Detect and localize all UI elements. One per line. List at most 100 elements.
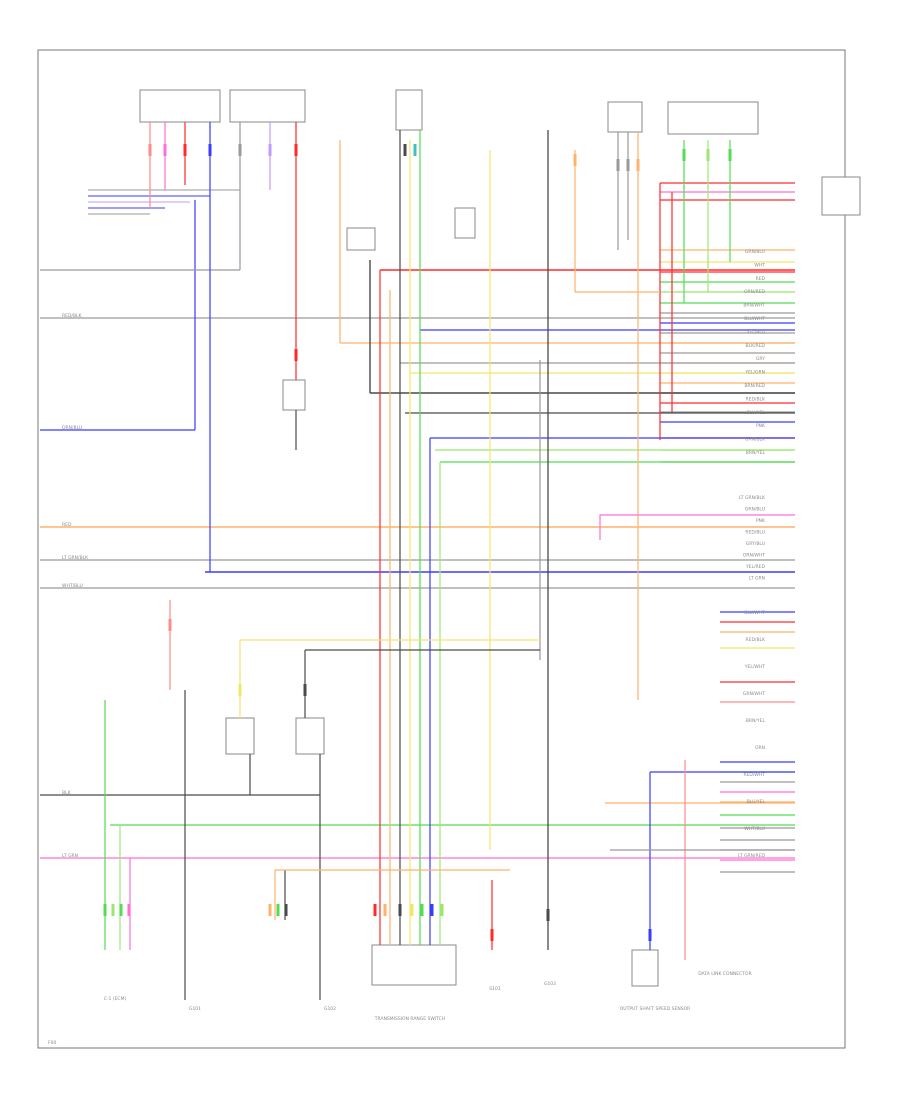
component-label-0: C-1 (ECM) (104, 996, 127, 1002)
connector-pin-19 (183, 144, 187, 156)
labels-group: GRN/BLU WHT RED ORN/RED BRN/WHT BLU/WHT YEL/BL… (62, 249, 766, 1022)
connector-pin-15 (490, 929, 494, 941)
connector-pin-20 (208, 144, 212, 156)
wire-label-right2-6: YEL/RED (745, 564, 766, 570)
wire-label-right2-3: RED/BLU (745, 530, 765, 536)
wire-label-right-3: ORN/RED (744, 289, 766, 295)
component-label-2: G102 (324, 1006, 336, 1012)
wire-label-right2-1: ORN/BLU (745, 507, 765, 513)
wire-label-right-0: GRN/BLU (745, 249, 765, 255)
top-components (139, 89, 861, 987)
ecm-box-top-right (821, 176, 861, 216)
connector-pin-3 (127, 904, 131, 916)
solenoid-box (667, 101, 759, 135)
wire-label-right-7: BLK/RED (746, 343, 766, 349)
connector-pin-17 (148, 144, 152, 156)
wire-label-right3-1: RED/BLK (746, 637, 767, 643)
connector-pin-27 (616, 159, 620, 171)
component-label-3: TRANSMISSION RANGE SWITCH (374, 1016, 445, 1022)
connector-pin-22 (268, 144, 272, 156)
wire-label-left-4: WHT/BLU (62, 583, 83, 589)
component-label-7: DATA LINK CONNECTOR (698, 971, 751, 977)
connector-pin-13 (440, 904, 444, 916)
connector-pin-34 (303, 684, 307, 696)
wire-label-right-12: BLU/YEL (747, 410, 766, 416)
connector-pin-9 (398, 904, 402, 916)
speed-sensor-box (631, 949, 659, 987)
wire-label-right3-2: YEL/WHT (744, 664, 765, 670)
wire-label-right-1: WHT (754, 262, 765, 268)
diagram-frame (37, 49, 846, 1049)
connector-pin-7 (373, 904, 377, 916)
connector-pin-28 (626, 159, 630, 171)
wire-label-right3-8: WHT/BLU (744, 826, 765, 832)
connector-pin-0 (103, 904, 107, 916)
component-label-6: OUTPUT SHAFT SPEED SENSOR (620, 1006, 691, 1012)
wire-label-right-10: BRN/RED (744, 383, 765, 389)
wire-label-right-15: BRN/YEL (746, 450, 766, 456)
connector-pin-18 (163, 144, 167, 156)
connector-pin-26 (573, 154, 577, 166)
wire-label-right-5: BLU/WHT (744, 316, 765, 322)
wire-label-left-1: ORN/BLU (62, 425, 82, 431)
wire-label-right3-0: BLU/WHT (744, 610, 765, 616)
connector-pin-23 (294, 144, 298, 156)
connector-pin-16 (648, 929, 652, 941)
wire-label-right3-9: LT GRN/RED (738, 853, 766, 859)
wire-label-right3-4: BRN/YEL (746, 718, 766, 724)
sensor-box-1 (395, 89, 423, 131)
wire-label-left-5: BLK (62, 790, 72, 796)
switch-box-left (225, 717, 255, 755)
wires-group (40, 122, 795, 1000)
wire-label-right2-7: LT GRN (749, 576, 765, 582)
component-label-4: S101 (489, 986, 501, 992)
connector-pin-8 (383, 904, 387, 916)
relay-box (346, 227, 376, 251)
connector-pin-10 (410, 904, 414, 916)
resistor-box (454, 207, 476, 239)
connector-pin-6 (284, 904, 288, 916)
wire-label-right2-2: PNK (756, 518, 766, 524)
footer-code: F00 (48, 1040, 56, 1046)
sensor-box-2 (607, 101, 643, 133)
component-label-5: G103 (544, 981, 556, 987)
wire-label-right2-0: LT GRN/BLK (739, 495, 766, 501)
wire-h-pink-515 (599, 514, 795, 540)
wire-label-right3-3: GRN/WHT (743, 691, 765, 697)
connector-pin-21 (238, 144, 242, 156)
switch-box-right (295, 717, 325, 755)
wire-label-right-13: PNK (756, 423, 766, 429)
shift-switch-box (229, 89, 306, 123)
connector-pin-2 (119, 904, 123, 916)
connector-pin-24 (403, 144, 407, 156)
connector-pin-14 (546, 909, 550, 921)
wire-label-right-14: GRN/BLK (745, 437, 766, 443)
wire-label-right-2: RED (756, 276, 766, 282)
wire-label-left-0: RED/BLK (62, 313, 83, 319)
wire-label-right3-7: BLU/YEL (747, 799, 766, 805)
component-label-1: G101 (189, 1006, 201, 1012)
wire-label-left-2: RED (62, 522, 72, 528)
wire-label-left-3: LT GRN/BLK (62, 555, 89, 561)
wire-label-right-9: YEL/GRN (744, 370, 765, 376)
connector-pin-25 (413, 144, 417, 156)
range-switch-box (371, 944, 457, 986)
wire-label-right3-5: ORN (755, 745, 765, 751)
wire-label-right-6: YEL/BLU (746, 329, 765, 335)
connector-pin-11 (420, 904, 424, 916)
wire-label-right-11: RED/BLK (746, 396, 767, 402)
pins-group (103, 144, 732, 941)
connector-pin-29 (636, 159, 640, 171)
wire-label-right-4: BRN/WHT (743, 303, 765, 309)
wire-label-right3-6: RED/WHT (743, 772, 765, 778)
wire-label-right2-5: ORN/WHT (743, 553, 765, 559)
connector-pin-5 (276, 904, 280, 916)
connector-pin-35 (168, 619, 172, 631)
wire-label-right2-4: GRY/BLU (746, 541, 765, 547)
wire-label-right-8: GRY (756, 356, 765, 362)
connector-pin-32 (728, 149, 732, 161)
connector-pin-1 (111, 904, 115, 916)
wire-label-left-6: LT GRN (62, 853, 78, 859)
connector-pin-36 (294, 349, 298, 361)
